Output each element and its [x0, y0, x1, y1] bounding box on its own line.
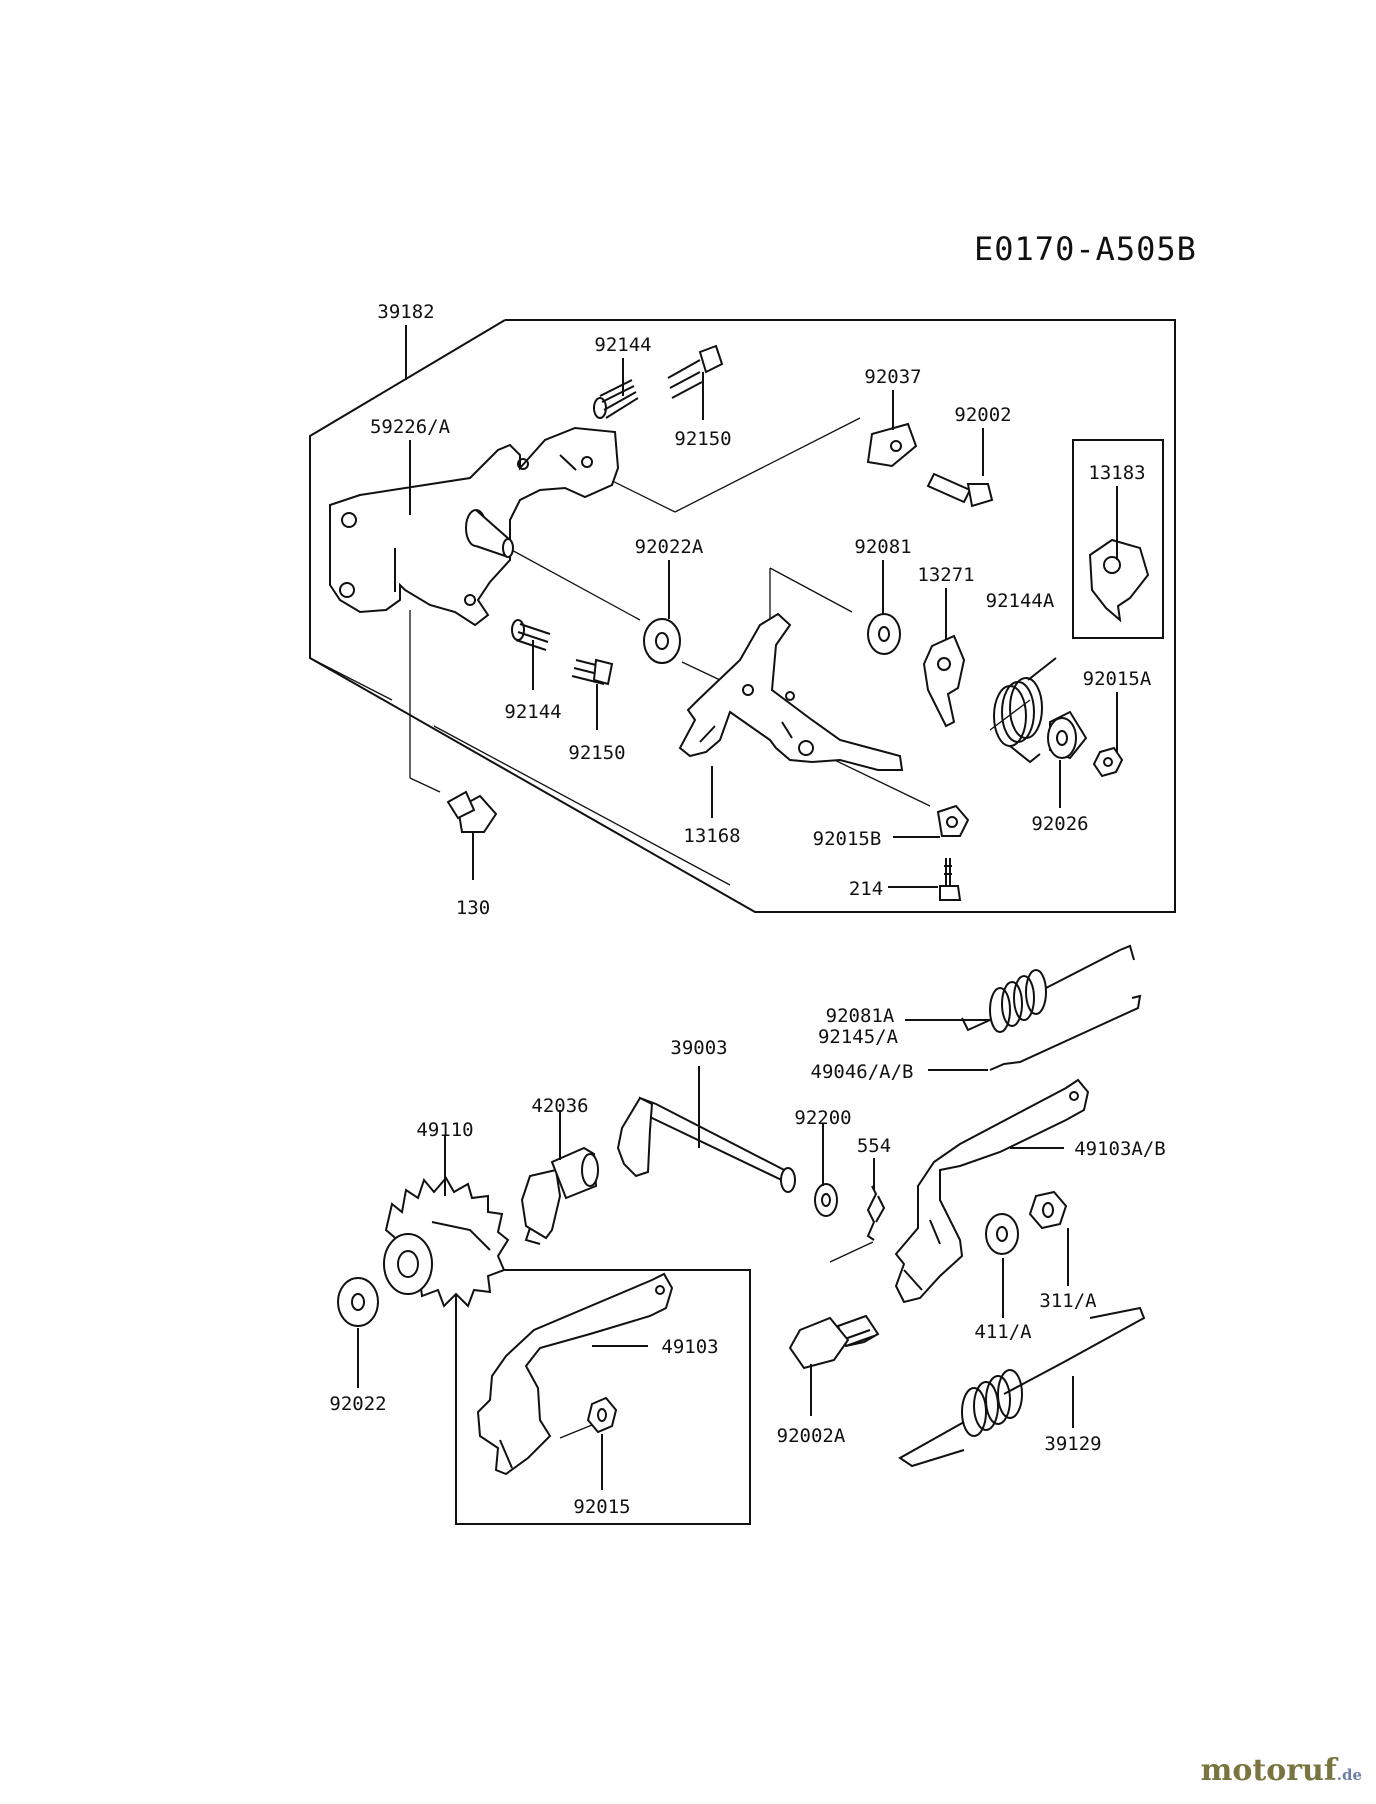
governor-lever-13168: [678, 612, 904, 771]
label-92015: 92015: [573, 1496, 630, 1518]
nut-92015A: [1092, 746, 1124, 778]
governor-gear-49110: [383, 1176, 510, 1308]
label-554: 554: [857, 1135, 891, 1157]
detail-box-13183: [1072, 439, 1164, 639]
label-39182: 39182: [377, 301, 434, 323]
label-214: 214: [849, 878, 883, 900]
bolt-130: [446, 790, 498, 833]
spring-92144A: [993, 657, 1057, 764]
label-13271: 13271: [917, 564, 974, 586]
label-92015B: 92015B: [813, 828, 882, 850]
watermark-tld: .de: [1336, 1766, 1362, 1784]
label-39003: 39003: [670, 1037, 727, 1059]
part-number-labels: 39182 92144 92150 59226/A 92037 92002 13…: [329, 301, 1165, 1518]
label-92081A: 92081A: [826, 1005, 895, 1027]
label-49103A-B: 49103A/B: [1074, 1138, 1166, 1160]
label-42036: 42036: [531, 1095, 588, 1117]
nut-92015: [586, 1396, 618, 1434]
holder-42036: [520, 1146, 599, 1245]
label-92145-A: 92145/A: [818, 1026, 899, 1048]
screw-92150-top: [667, 344, 724, 399]
label-411-A: 411/A: [974, 1321, 1032, 1343]
washer-92200: [814, 1183, 838, 1217]
pin-554: [866, 1185, 886, 1241]
label-49110: 49110: [416, 1119, 473, 1141]
bolt-92002A: [788, 1314, 880, 1370]
diagram-code: E0170-A505B: [974, 230, 1197, 268]
label-49046-A-B: 49046/A/B: [811, 1061, 914, 1083]
label-92022A: 92022A: [635, 536, 704, 558]
governor-plate-59226: [329, 426, 620, 627]
top-assembly-frame: [309, 319, 1176, 913]
label-92144-top: 92144: [594, 334, 651, 356]
label-92002: 92002: [954, 404, 1011, 426]
watermark-logo: motoruf.de: [1201, 1753, 1362, 1788]
clip-92037: [866, 422, 918, 468]
cam-plate-13183: [1088, 538, 1150, 623]
label-92037: 92037: [864, 366, 921, 388]
label-130: 130: [456, 897, 490, 919]
watermark-main: motoruf: [1200, 1753, 1337, 1788]
spring-92144-bottom: [511, 619, 551, 651]
washer-92022: [337, 1277, 379, 1327]
label-92150-top: 92150: [674, 428, 731, 450]
lever-49103: [476, 1272, 674, 1476]
screw-92150-bottom: [571, 658, 614, 686]
label-311-A: 311/A: [1039, 1290, 1097, 1312]
joint-92015B: [936, 804, 970, 837]
label-92200: 92200: [794, 1107, 851, 1129]
screw-214: [939, 858, 962, 901]
label-92022: 92022: [329, 1393, 386, 1415]
washer-92081: [867, 613, 901, 655]
washer-92022A: [643, 618, 681, 664]
label-92081: 92081: [854, 536, 911, 558]
bolt-92002: [926, 472, 994, 508]
label-92015A: 92015A: [1083, 668, 1152, 690]
label-92150-bottom: 92150: [568, 742, 625, 764]
spring-92144-top: [593, 379, 639, 419]
shaft-39003: [616, 1096, 796, 1193]
label-92002A: 92002A: [777, 1425, 846, 1447]
nut-311A: [1028, 1190, 1068, 1230]
lever-assembly-box: [455, 1269, 751, 1525]
washer-411A: [985, 1213, 1019, 1255]
label-13183: 13183: [1088, 462, 1145, 484]
rod-49046: [989, 994, 1142, 1071]
label-49103: 49103: [661, 1336, 718, 1358]
spring-92081A: [961, 944, 1135, 1033]
cam-13271: [922, 634, 966, 728]
label-92144A: 92144A: [986, 590, 1055, 612]
lever-49103AB: [894, 1078, 1090, 1304]
label-59226-A: 59226/A: [370, 416, 451, 438]
label-92026: 92026: [1031, 813, 1088, 835]
collar-92026: [1047, 710, 1088, 760]
spring-39129: [898, 1306, 1146, 1468]
label-92144-bottom: 92144: [504, 701, 561, 723]
leader-lines: [357, 325, 1118, 1490]
label-39129: 39129: [1044, 1433, 1101, 1455]
label-13168: 13168: [683, 825, 740, 847]
